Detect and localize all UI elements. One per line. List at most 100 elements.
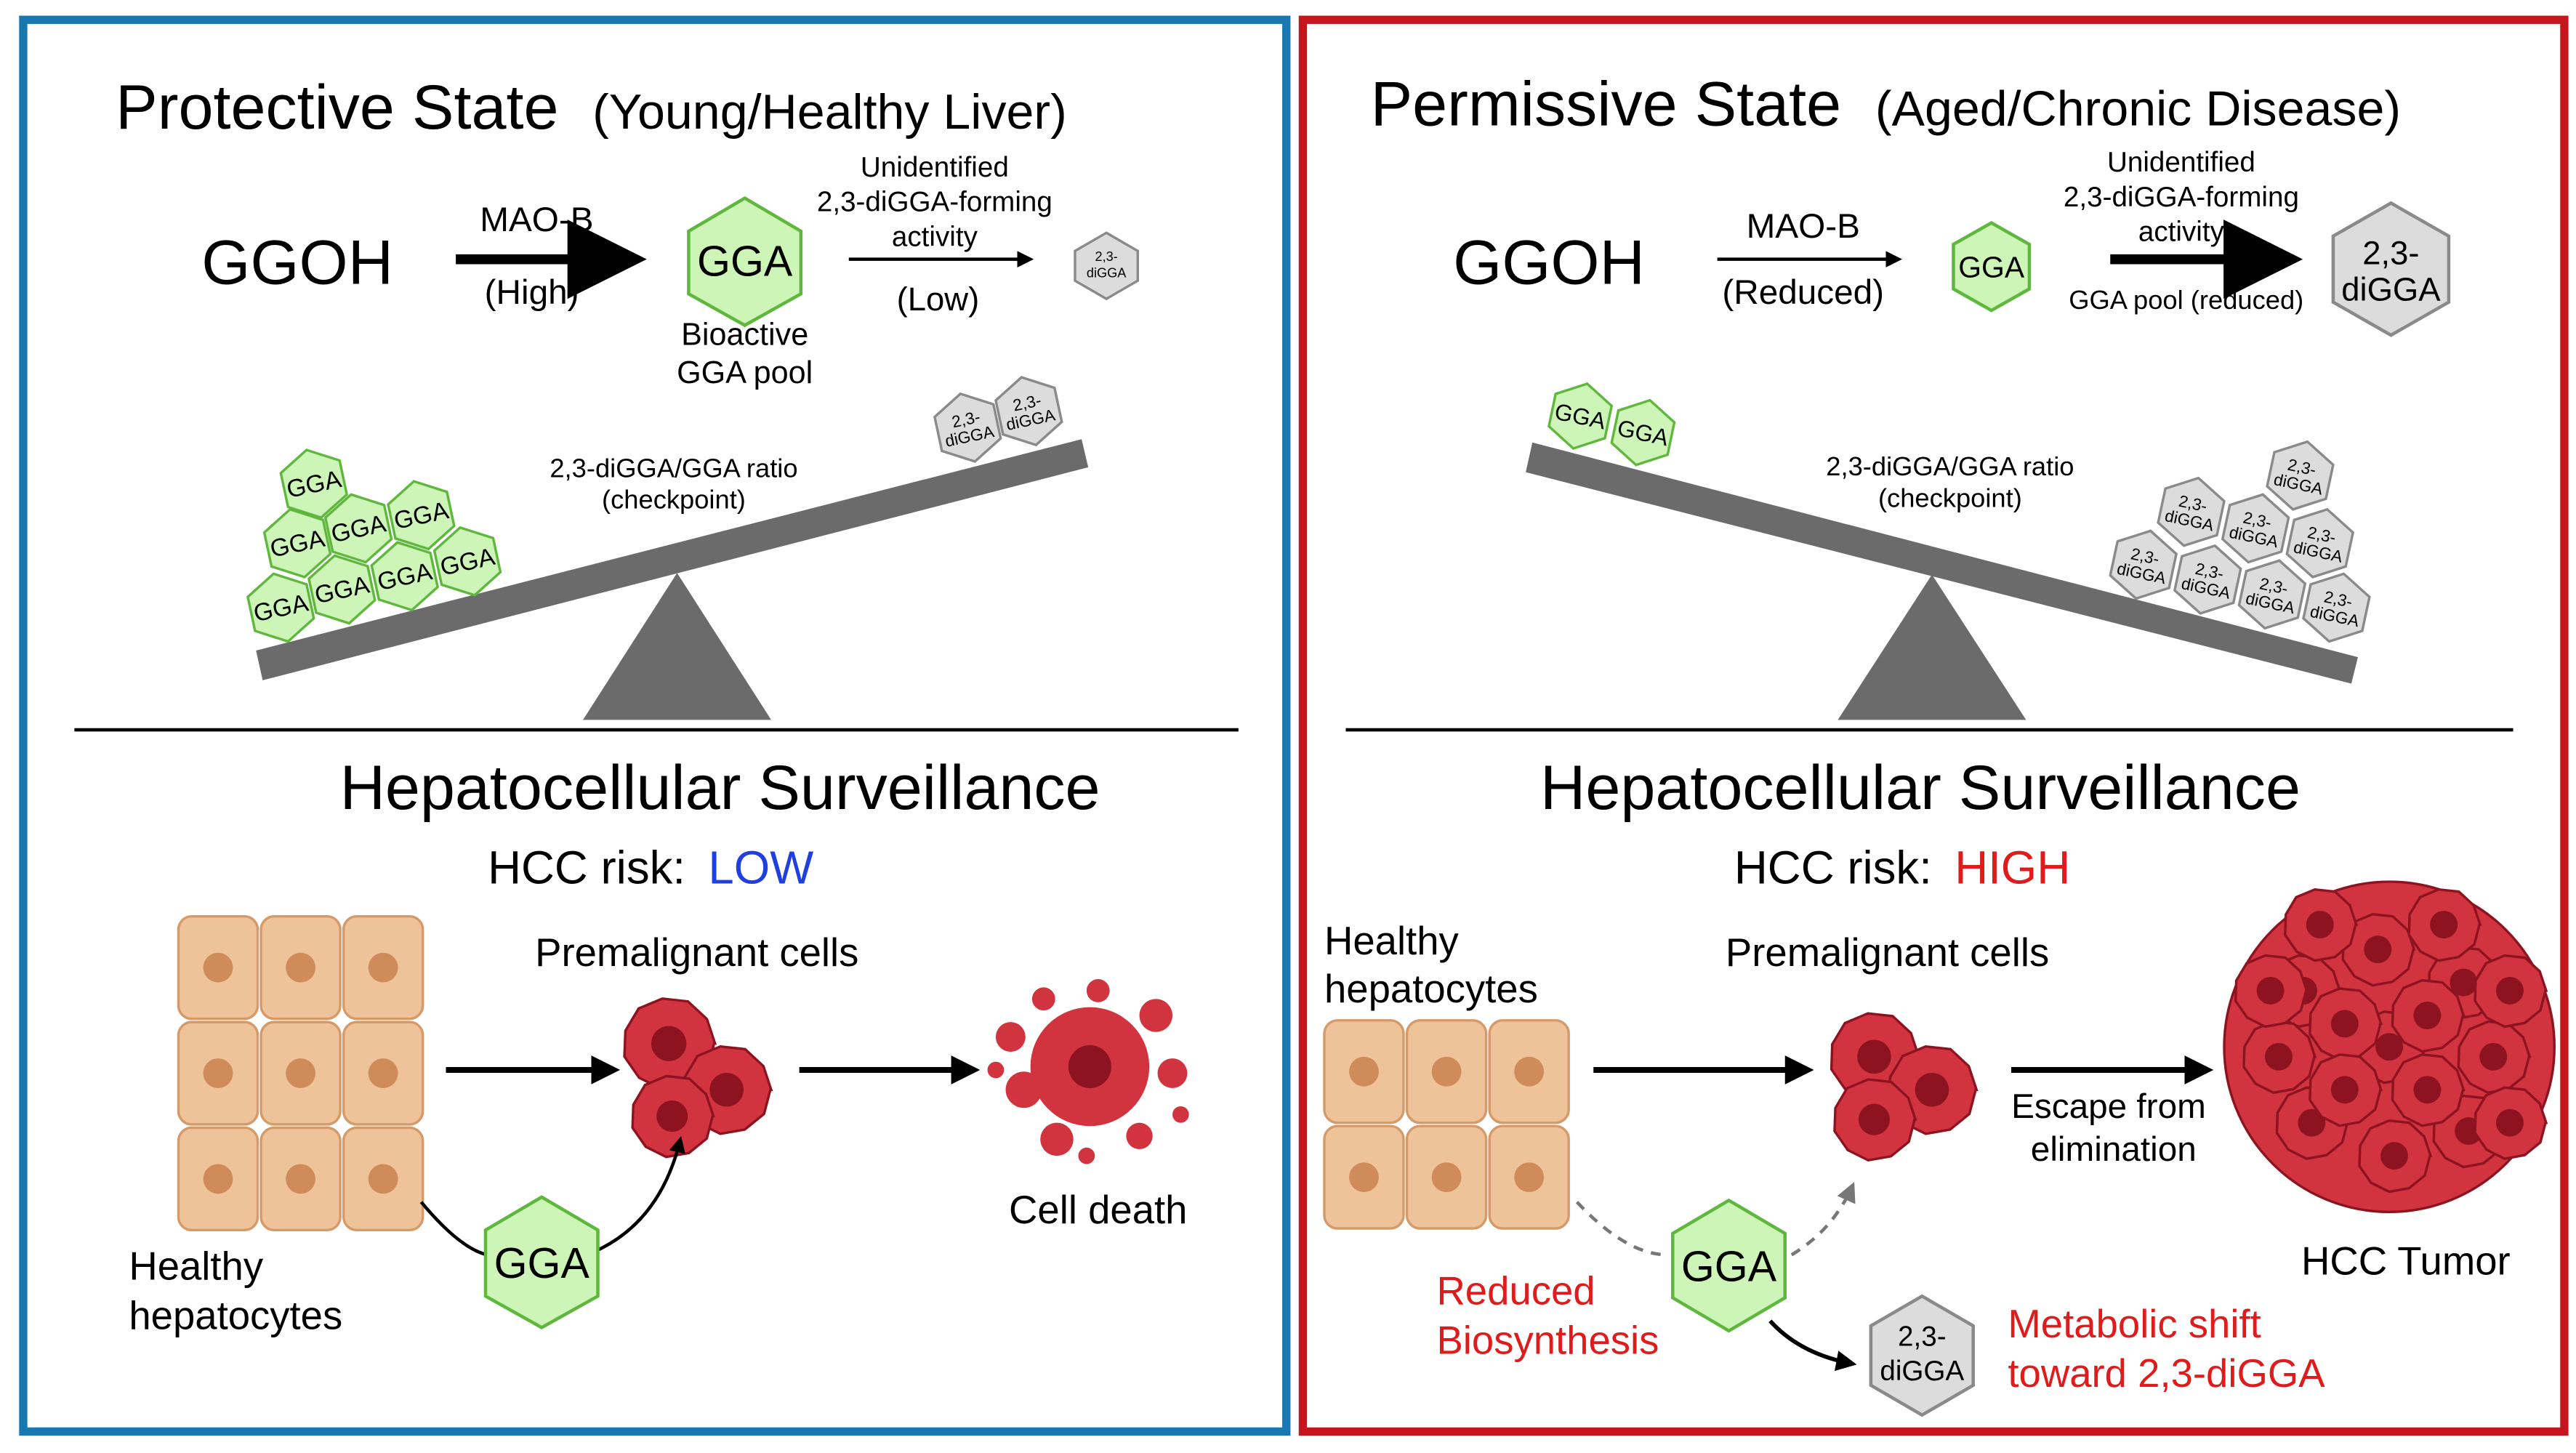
right-stack-gga-hex: GGA <box>1547 382 1614 450</box>
right-hepatocyte-nucleus <box>1349 1056 1379 1087</box>
right-ggoh: GGOH <box>1453 228 1645 298</box>
left-stack-gga-hex-shape <box>262 507 332 579</box>
left-premalignant-label: Premalignant cells <box>535 930 858 975</box>
left-stack-gga-hex-shape <box>279 448 349 520</box>
left-premalignant-cell-nucleus <box>656 1100 688 1132</box>
right-shift-arrow <box>1768 1319 1857 1372</box>
right-title: Permissive State (Aged/Chronic Disease) <box>1371 70 2401 140</box>
right-stack-digga-hex-shape <box>2109 529 2178 600</box>
right-stack-gga-hex-shape <box>1547 382 1614 450</box>
right-ratio-line2: (checkpoint) <box>1878 483 2022 512</box>
right-digga-bottom-line2: diGGA <box>1880 1356 1964 1387</box>
right-enzyme-line3: activity <box>2138 217 2225 248</box>
right-hepatocyte-nucleus <box>1431 1162 1462 1193</box>
left-hepatocyte <box>259 1021 342 1126</box>
right-hepatocyte <box>1405 1124 1488 1230</box>
right-stack-digga-hex: 2,3-diGGA <box>2237 559 2307 630</box>
right-mao-level: (Reduced) <box>1722 273 1884 312</box>
right-stack-digga-hex: 2,3-diGGA <box>2266 440 2335 511</box>
tumor-cell-nucleus <box>2450 968 2478 997</box>
death-fragment <box>987 1061 1005 1079</box>
tumor-cell <box>2309 1053 2383 1127</box>
right-stack-gga-hex-shape <box>1610 398 1676 467</box>
death-fragment <box>1126 1122 1153 1150</box>
death-fragment <box>1086 979 1110 1002</box>
left-hepatocyte <box>342 1126 424 1232</box>
left-enzyme-line3: activity <box>892 221 978 252</box>
left-gga-bottom-hexagon <box>483 1195 600 1329</box>
left-stack-digga-hex: 2,3-diGGA <box>933 392 1002 463</box>
tumor-cell <box>2457 1020 2532 1095</box>
left-premalignant-cell-nucleus <box>709 1072 744 1107</box>
left-enzyme-line1: Unidentified <box>861 152 1009 183</box>
left-risk-label: HCC risk: <box>488 842 685 893</box>
left-stack-gga-hex: GGA <box>262 507 332 579</box>
right-hepatocyte <box>1488 1124 1570 1230</box>
left-panel-border <box>19 15 1291 1436</box>
tumor-cell <box>2234 954 2309 1029</box>
tumor-cell-nucleus <box>2330 1076 2359 1104</box>
right-gga-bottom-hexagon <box>1671 1198 1787 1333</box>
left-ggoh: GGOH <box>201 228 393 298</box>
left-pool-line2: GGA pool <box>677 355 813 390</box>
left-stack-gga-hex: GGA <box>387 480 456 551</box>
left-title-sub: (Young/Healthy Liver) <box>592 84 1067 140</box>
left-stack-gga-hex: GGA <box>307 554 377 625</box>
right-healthy-hepatocytes-grid <box>1323 1019 1570 1230</box>
tumor-cell <box>2284 888 2359 962</box>
right-escape-line1: Escape from <box>2011 1087 2206 1126</box>
right-healthy-line2: hepatocytes <box>1324 967 1538 1011</box>
death-fragment <box>1005 1071 1042 1108</box>
left-hepatocyte-nucleus <box>286 952 316 983</box>
right-digga-bottom-hexagon <box>1869 1294 1975 1417</box>
tumor-cell-nucleus <box>2330 1010 2359 1038</box>
left-hepatocyte-nucleus <box>368 952 398 983</box>
right-pool-note: GGA pool (reduced) <box>2069 285 2303 315</box>
left-hepatocyte-nucleus <box>203 1058 233 1088</box>
left-title-main: Protective State <box>116 73 558 142</box>
left-healthy-line1: Healthy <box>129 1244 264 1288</box>
tumor-cell-nucleus <box>2256 976 2285 1005</box>
right-risk-line: HCC risk: HIGH <box>1734 842 2070 893</box>
left-stack-digga-hex-shape <box>933 392 1002 463</box>
right-digga-hexagon-large <box>2331 201 2451 337</box>
left-premalignant-cell-nucleus <box>651 1026 687 1061</box>
tumor-cell-nucleus <box>2495 976 2524 1005</box>
right-ratio-line1: 2,3-diGGA/GGA ratio <box>1826 451 2074 481</box>
tumor-cell <box>2407 888 2482 962</box>
left-gga-bottom-label: GGA <box>494 1239 590 1287</box>
left-hepatocyte-nucleus <box>286 1164 316 1194</box>
right-risk-value: HIGH <box>1955 842 2070 893</box>
left-stack-gga-hex-shape <box>370 541 440 612</box>
right-hepatocyte-nucleus <box>1431 1056 1462 1087</box>
left-digga-small-line1: 2,3- <box>1095 249 1117 264</box>
left-panel: Protective State (Young/Healthy Liver) G… <box>19 15 1291 1436</box>
right-stack-digga-hex-shape <box>2237 559 2307 630</box>
right-seesaw-fulcrum <box>1838 574 2026 720</box>
right-premalignant-cell <box>1833 1078 1917 1162</box>
right-premalignant-label: Premalignant cells <box>1726 930 2049 975</box>
tumor-cell-nucleus <box>2264 1042 2293 1071</box>
left-hepatocyte <box>259 1126 342 1232</box>
left-gga-curve-arrow-2 <box>593 1135 685 1253</box>
left-stack-gga-hex: GGA <box>279 448 349 520</box>
tumor-cell-nucleus <box>2364 935 2392 964</box>
right-shift-line2: toward 2,3-diGGA <box>2008 1351 2325 1396</box>
right-stack-digga-hex: 2,3-diGGA <box>2302 572 2371 643</box>
left-gga-hexagon <box>687 196 803 328</box>
left-cell-death-label: Cell death <box>1009 1188 1187 1232</box>
left-risk-value: LOW <box>708 842 813 893</box>
left-mao-label: MAO-B <box>480 201 593 239</box>
left-hepatocyte <box>177 1021 259 1126</box>
right-title-main: Permissive State <box>1371 70 1842 140</box>
left-digga-small-line2: diGGA <box>1087 266 1127 281</box>
right-stack-digga-hex: 2,3-diGGA <box>2173 544 2242 615</box>
left-stack-gga-hex: GGA <box>370 541 440 612</box>
right-gga-bottom-label: GGA <box>1681 1243 1777 1291</box>
right-shift-line1: Metabolic shift <box>2008 1302 2261 1346</box>
right-stack-digga-hex: 2,3-diGGA <box>2221 493 2290 564</box>
right-stack-digga-hex: 2,3-diGGA <box>2157 476 2226 547</box>
